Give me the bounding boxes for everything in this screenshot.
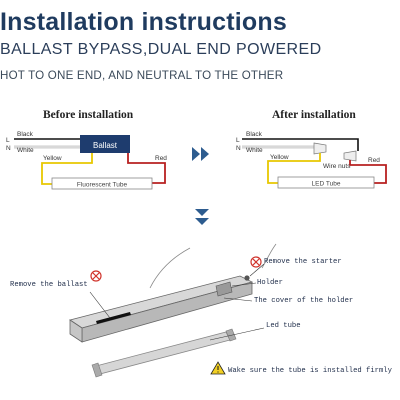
after-white-label: White	[246, 147, 263, 154]
ballast-bar	[96, 312, 131, 324]
arrow-right-icon	[192, 147, 209, 161]
before-black-label: Black	[17, 131, 34, 138]
before-white-label: White	[17, 147, 34, 154]
fixture-illustration	[69, 243, 277, 378]
page-title: Installation instructions	[0, 8, 287, 36]
after-yellow-wire	[267, 153, 321, 184]
ballast-label: Ballast	[93, 141, 118, 150]
after-red-wire	[349, 160, 387, 184]
x-mark-starter-icon	[250, 256, 262, 268]
after-wiring-diagram: LED Tube L N Black White Yellow Wire nut…	[236, 131, 387, 189]
after-black-label: Black	[246, 131, 263, 138]
starter-shape	[244, 275, 250, 281]
before-heading: Before installation	[43, 109, 134, 121]
before-l-label: L	[6, 137, 10, 144]
after-black-wire	[242, 138, 359, 151]
wire-nut-right	[343, 150, 357, 162]
warning-icon	[210, 361, 226, 375]
wire-nuts-label: Wire nuts	[323, 163, 351, 170]
warning-label: Wake sure the tube is installed firmly	[228, 367, 392, 375]
remove-starter-label: Remove the starter	[264, 258, 342, 266]
ballast-box	[80, 135, 130, 153]
holder-label: Holder	[257, 279, 283, 287]
after-red-label: Red	[368, 157, 380, 164]
before-yellow-label: Yellow	[43, 155, 62, 162]
before-wiring-diagram: Ballast Fluorescent Tube L N Black White…	[6, 131, 167, 190]
arrow-down-icon	[195, 209, 209, 225]
holder-shape	[215, 281, 233, 297]
before-n-label: N	[6, 145, 11, 152]
fluorescent-tube-label: Fluorescent Tube	[77, 182, 128, 189]
before-yellow-wire	[41, 153, 93, 185]
after-heading: After installation	[272, 109, 356, 121]
wire-nut-left	[313, 142, 327, 155]
after-l-label: L	[236, 137, 240, 144]
before-red-wire	[127, 153, 166, 184]
fixture-end-cap	[69, 319, 83, 343]
x-mark-ballast-icon	[90, 270, 102, 282]
remove-ballast-label: Remove the ballast	[10, 281, 88, 289]
led-tube-shape	[95, 331, 231, 375]
led-tube-schematic	[277, 176, 375, 189]
holder-cover-label: The cover of the holder	[254, 297, 354, 305]
after-n-label: N	[236, 145, 241, 152]
after-yellow-label: Yellow	[270, 154, 289, 161]
fluorescent-tube	[51, 177, 153, 190]
before-red-label: Red	[155, 155, 167, 162]
page-subtitle: BALLAST BYPASS,DUAL END POWERED	[0, 41, 322, 58]
led-tube-schematic-label: LED Tube	[312, 181, 341, 188]
wiring-note: HOT TO ONE END, AND NEUTRAL TO THE OTHER	[0, 69, 284, 82]
led-tube-label: Led tube	[266, 322, 301, 330]
